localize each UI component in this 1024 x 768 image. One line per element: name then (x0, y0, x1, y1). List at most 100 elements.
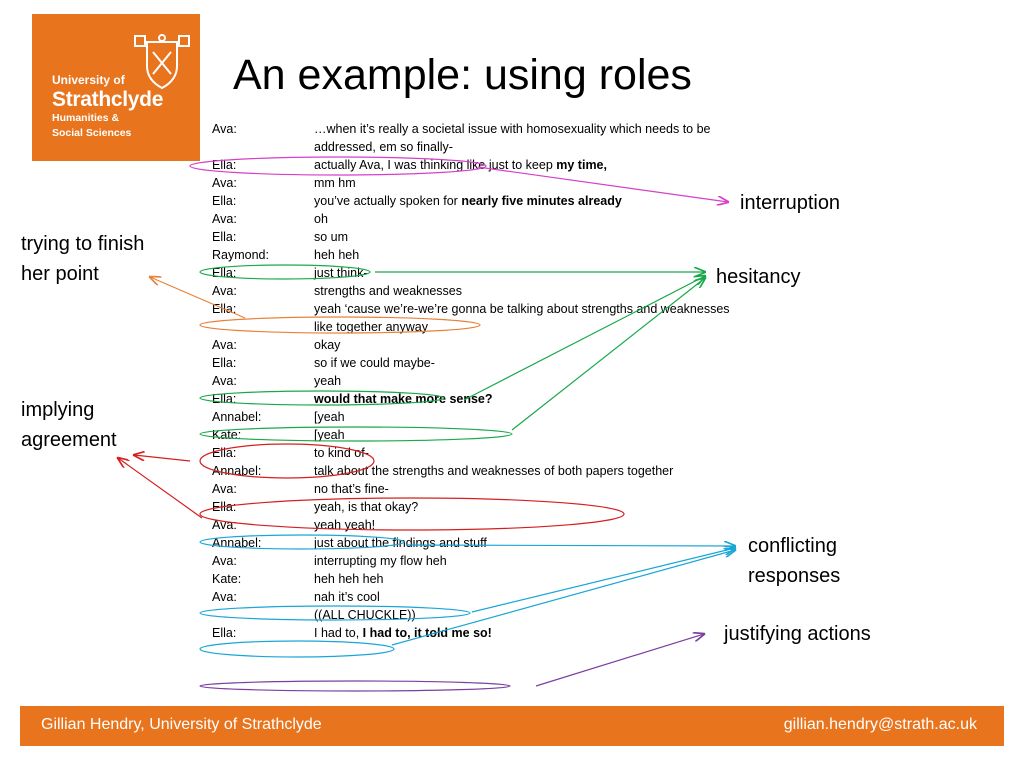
speaker-name: Ella: (212, 446, 237, 460)
utterance-text: so um (314, 230, 349, 244)
justify-ellipse (199, 680, 511, 692)
agreement-arrow-1 (134, 455, 191, 462)
speaker-name: Ava: (212, 482, 237, 496)
transcript-row: Ella: so if we could maybe- (212, 354, 752, 372)
transcript-row: Ava:nah it’s cool (212, 588, 752, 606)
transcript-row: Annabel:[yeah (212, 408, 752, 426)
utterance-text: you’ve actually spoken for (314, 194, 462, 208)
utterance-bold-text: nearly five minutes already (461, 194, 622, 208)
footer-bar: Gillian Hendry, University of Strathclyd… (20, 706, 1004, 746)
transcript-row: Ava: yeah yeah! (212, 516, 752, 534)
transcript-row: Ella:yeah, is that okay? (212, 498, 752, 516)
utterance: …when it’s really a societal issue with … (314, 120, 734, 156)
transcript: Ava: …when it’s really a societal issue w… (212, 120, 752, 642)
utterance: just about the findings and stuff (314, 534, 734, 552)
utterance-text: so if we could maybe- (314, 356, 435, 370)
logo-line-1: University of (52, 73, 125, 87)
utterance-text: to kind of- (314, 446, 369, 460)
speaker-name: Ava: (212, 122, 237, 136)
transcript-row: ((ALL CHUCKLE)) (212, 606, 752, 624)
logo-line-4: Social Sciences (52, 126, 132, 139)
utterance: would that make more sense? (314, 390, 734, 408)
speaker-name: Raymond: (212, 248, 269, 262)
utterance: mm hm (314, 174, 734, 192)
transcript-row: Ava:mm hm (212, 174, 752, 192)
utterance: yeah yeah! (314, 516, 734, 534)
utterance-text: just about the findings and stuff (314, 536, 487, 550)
utterance-text: interrupting my flow heh (314, 554, 447, 568)
utterance: just think- (314, 264, 734, 282)
speaker-name: Kate: (212, 572, 242, 586)
utterance: to kind of- (314, 444, 734, 462)
transcript-row: Ava: okay (212, 336, 752, 354)
transcript-row: Ella: you’ve actually spoken for nearly f… (212, 192, 752, 210)
utterance: yeah ‘cause we’re-we’re gonna be talking… (314, 300, 734, 336)
speaker-name: Ava: (212, 212, 237, 226)
speaker-name: Annabel: (212, 536, 262, 550)
utterance-text: okay (314, 338, 341, 352)
speaker-name: Ella: (212, 266, 237, 280)
speaker-name: Ella: (212, 626, 237, 640)
utterance-text: [yeah (314, 428, 345, 442)
transcript-row: Ella: to kind of- (212, 444, 752, 462)
utterance: yeah, is that okay? (314, 498, 734, 516)
speaker-name: Ava: (212, 554, 237, 568)
utterance-text: yeah, is that okay? (314, 500, 419, 514)
label-agreement-line-1: implying (21, 399, 95, 421)
utterance: you’ve actually spoken for nearly five m… (314, 192, 734, 210)
utterance-text: oh (314, 212, 328, 226)
utterance-text: no that’s fine- (314, 482, 389, 496)
utterance-text: yeah yeah! (314, 518, 376, 532)
speaker-name: Ava: (212, 284, 237, 298)
label-interruption: interruption (740, 192, 841, 214)
label-hesitancy: hesitancy (716, 266, 801, 288)
transcript-row: Ava:yeah (212, 372, 752, 390)
utterance-text: ((ALL CHUCKLE)) (314, 608, 416, 622)
transcript-row: Ava: oh (212, 210, 752, 228)
speaker-name (212, 606, 314, 624)
utterance-text: talk about the strengths and weaknesses … (314, 464, 674, 478)
speaker-name: Ella: (212, 194, 237, 208)
utterance-text: heh heh heh (314, 572, 384, 586)
utterance: heh heh heh (314, 570, 734, 588)
label-finish-line-2: her point (21, 263, 99, 285)
utterance: oh (314, 210, 734, 228)
utterance-text: mm hm (314, 176, 356, 190)
utterance: interrupting my flow heh (314, 552, 734, 570)
transcript-row: Ava: interrupting my flow heh (212, 552, 752, 570)
transcript-row: Raymond: heh heh (212, 246, 752, 264)
speaker-name: Ava: (212, 518, 237, 532)
speaker-name: Annabel: (212, 464, 262, 478)
transcript-row: Ella: I had to, I had to, it told me so! (212, 624, 752, 642)
logo-line-3: Humanities & (52, 112, 120, 124)
utterance: talk about the strengths and weaknesses … (314, 462, 734, 480)
label-agreement-line-2: agreement (21, 429, 117, 451)
speaker-name: Ella: (212, 356, 237, 370)
transcript-row: Ella:actually Ava, I was thinking like j… (212, 156, 752, 174)
speaker-name: Ella: (212, 158, 237, 172)
transcript-row: Kate: heh heh heh (212, 570, 752, 588)
transcript-row: Ella:so um (212, 228, 752, 246)
utterance-bold-text: my time, (556, 158, 607, 172)
speaker-name: Kate: (212, 428, 242, 442)
label-finish-line-1: trying to finish (21, 233, 145, 255)
utterance-text: just think- (314, 266, 368, 280)
transcript-row: Ava: …when it’s really a societal issue w… (212, 120, 752, 156)
transcript-row: Annabel: talk about the strengths and wea… (212, 462, 752, 480)
utterance-bold-text: would that make more sense? (314, 392, 493, 406)
utterance: [yeah (314, 408, 734, 426)
speaker-name: Ava: (212, 338, 237, 352)
utterance-text: heh heh (314, 248, 360, 262)
label-conflict-line-2: responses (748, 565, 841, 587)
utterance: ((ALL CHUCKLE)) (314, 606, 734, 624)
utterance: yeah (314, 372, 734, 390)
speaker-name: Ava: (212, 590, 237, 604)
footer-author: Gillian Hendry, University of Strathclyd… (41, 716, 322, 733)
footer-email[interactable]: gillian.hendry@strath.ac.uk (783, 716, 977, 733)
transcript-row: Ella: just think- (212, 264, 752, 282)
utterance: I had to, I had to, it told me so! (314, 624, 734, 642)
transcript-row: Annabel: just about the findings and stuf… (212, 534, 752, 552)
transcript-row: Ava:strengths and weaknesses (212, 282, 752, 300)
utterance: okay (314, 336, 734, 354)
label-justifying-actions: justifying actions (724, 623, 871, 645)
